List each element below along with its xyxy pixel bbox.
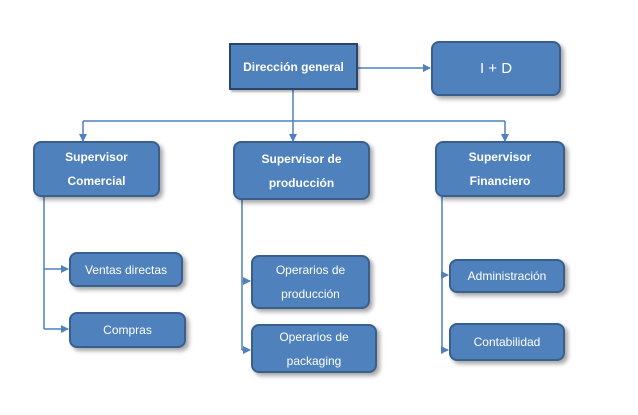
node-sup2-child-2-label: Operarios de packaging bbox=[279, 329, 349, 368]
node-sup1-child-1-label: Ventas directas bbox=[84, 262, 168, 277]
node-supervisor-2-label: Supervisor de producción bbox=[261, 151, 342, 190]
node-supervisor-1-label: Supervisor Comercial bbox=[65, 150, 128, 188]
node-sup3-child-2-label: Contabilidad bbox=[473, 335, 541, 349]
node-sup3-child-1: Administración bbox=[449, 259, 565, 293]
node-supervisor-3-label: Supervisor Financiero bbox=[468, 150, 532, 188]
node-supervisor-3: Supervisor Financiero bbox=[435, 141, 565, 197]
node-sup2-child-1: Operarios de producción bbox=[251, 255, 370, 309]
node-sup1-child-2: Compras bbox=[69, 312, 186, 348]
node-sup2-child-2: Operarios de packaging bbox=[251, 324, 377, 373]
node-side: I + D bbox=[431, 41, 561, 96]
node-sup3-child-2: Contabilidad bbox=[449, 323, 565, 361]
node-sup1-child-1: Ventas directas bbox=[69, 252, 183, 287]
node-root-label: Dirección general bbox=[243, 59, 344, 74]
node-supervisor-1: Supervisor Comercial bbox=[33, 141, 160, 197]
node-root: Dirección general bbox=[229, 43, 358, 90]
node-supervisor-2: Supervisor de producción bbox=[233, 141, 370, 200]
node-sup1-child-2-label: Compras bbox=[103, 323, 152, 337]
node-side-label: I + D bbox=[479, 59, 513, 77]
node-sup2-child-1-label: Operarios de producción bbox=[275, 263, 346, 301]
node-sup3-child-1-label: Administración bbox=[467, 269, 547, 283]
